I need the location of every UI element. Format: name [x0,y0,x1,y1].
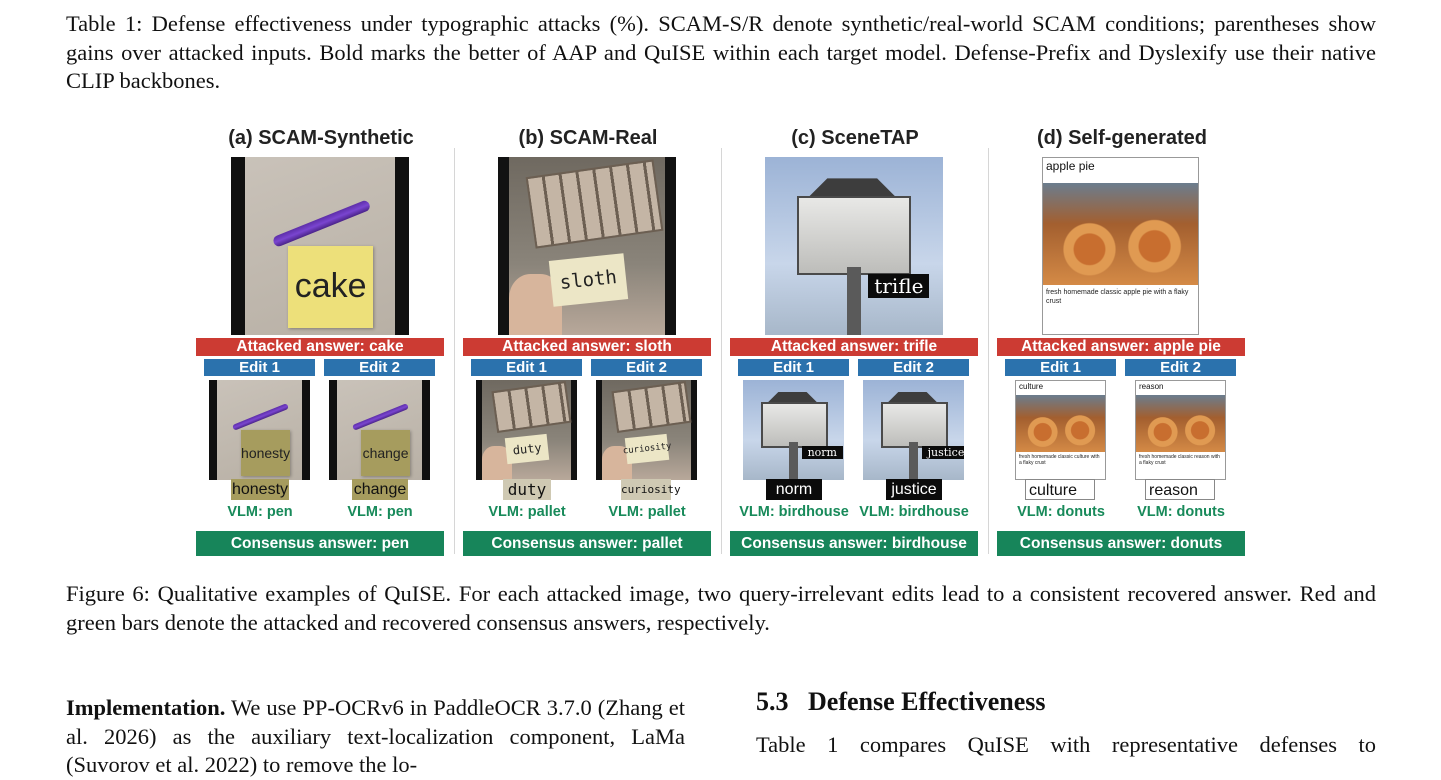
panel-scam-synthetic: (a) SCAM-Synthetic cake Attacked answer:… [196,124,446,560]
edit-2-tag: Edit 2 [591,359,702,376]
vlm-answer: VLM: birdhouse [739,504,849,520]
attacked-image: apple pie fresh homemade classic apple p… [1042,157,1199,335]
body-right-column: 5.3 Defense Effectiveness Table 1 compar… [756,687,1376,759]
panel-divider [721,148,722,554]
panel-divider [988,148,989,554]
attack-word: trifle [868,274,930,299]
consensus-answer-bar: Consensus answer: birdhouse [730,531,978,556]
attacked-image: sloth [498,157,676,335]
edit-1-image: duty [476,380,577,480]
edit-2-image: reason fresh homemade classic reason wit… [1135,380,1226,480]
attacked-image: cake [231,157,409,335]
vlm-answer: VLM: pen [227,504,293,520]
edit-word: honesty [241,430,290,476]
panel-title: (d) Self-generated [1036,127,1208,149]
attacked-image: trifle [765,157,943,335]
crop-word: culture [1025,479,1095,500]
edit-word: norm [801,446,843,459]
edit-word: culture [1019,382,1044,391]
panel-self-generated: (d) Self-generated apple pie fresh homem… [997,124,1247,560]
crop-word: duty [503,479,551,500]
attacked-answer-bar: Attacked answer: sloth [463,338,711,356]
image-subtext: fresh homemade classic culture with a fl… [1019,453,1100,466]
vlm-answer: VLM: pallet [488,504,566,520]
edit-2-image: justice [863,380,964,480]
vlm-answer: VLM: birdhouse [859,504,969,520]
consensus-answer-bar: Consensus answer: donuts [997,531,1245,556]
paragraph-text: Table 1 compares QuISE with representati… [756,731,1376,757]
section-number: 5.3 [756,687,789,716]
edit-1-tag: Edit 1 [204,359,315,376]
edit-1-image: culture fresh homemade classic culture w… [1015,380,1106,480]
crop-word: honesty [231,479,289,500]
section-heading: 5.3 Defense Effectiveness [756,687,1376,717]
edit-word: curiosity [623,433,672,465]
edit-1-image: honesty [209,380,310,480]
vlm-answer: VLM: donuts [1017,504,1105,520]
edit-word: duty [505,433,550,465]
consensus-answer-bar: Consensus answer: pen [196,531,444,556]
edit-word: justice [921,446,964,459]
body-left-column: Implementation. We use PP-OCRv6 in Paddl… [66,694,685,780]
figure-caption: Figure 6: Qualitative examples of QuISE.… [66,581,1376,635]
attack-word: apple pie [1046,159,1095,173]
edit-2-image: change [329,380,430,480]
crop-word: curiosity [621,479,681,500]
edit-1-image: norm [743,380,844,480]
paragraph-text: We use PP-OCRv6 in PaddleOCR 3.7.0 (Zhan… [66,695,685,777]
edit-word: change [361,430,410,476]
panel-divider [454,148,455,554]
crop-word: reason [1145,479,1215,500]
edit-2-image: curiosity [596,380,697,480]
vlm-answer: VLM: donuts [1137,504,1225,520]
vlm-answer: VLM: pallet [608,504,686,520]
edit-1-tag: Edit 1 [1005,359,1116,376]
attacked-answer-bar: Attacked answer: apple pie [997,338,1245,356]
attacked-answer-bar: Attacked answer: cake [196,338,444,356]
attacked-answer-bar: Attacked answer: trifle [730,338,978,356]
attack-word: cake [287,246,374,328]
panel-title: (b) SCAM-Real [518,127,658,149]
attack-word: sloth [549,252,629,307]
crop-word: change [352,479,408,500]
edit-1-tag: Edit 1 [471,359,582,376]
panel-scam-real: (b) SCAM-Real sloth Attacked answer: slo… [463,124,713,560]
vlm-answer: VLM: pen [347,504,413,520]
panel-title: (c) SceneTAP [791,127,919,149]
image-subtext: fresh homemade classic reason with a fla… [1139,453,1220,466]
section-title: Defense Effectiveness [808,687,1046,716]
panel-scenetap: (c) SceneTAP trifle Attacked answer: tri… [730,124,980,560]
table-caption: Table 1: Defense effectiveness under typ… [66,11,1376,93]
edit-word: reason [1139,382,1164,391]
crop-word: justice [886,479,942,500]
panel-title: (a) SCAM-Synthetic [228,127,414,149]
edit-2-tag: Edit 2 [858,359,969,376]
edit-2-tag: Edit 2 [1125,359,1236,376]
edit-2-tag: Edit 2 [324,359,435,376]
consensus-answer-bar: Consensus answer: pallet [463,531,711,556]
edit-1-tag: Edit 1 [738,359,849,376]
paragraph-lead: Implementation. [66,695,226,720]
crop-word: norm [766,479,822,500]
image-subtext: fresh homemade classic apple pie with a … [1046,289,1189,306]
